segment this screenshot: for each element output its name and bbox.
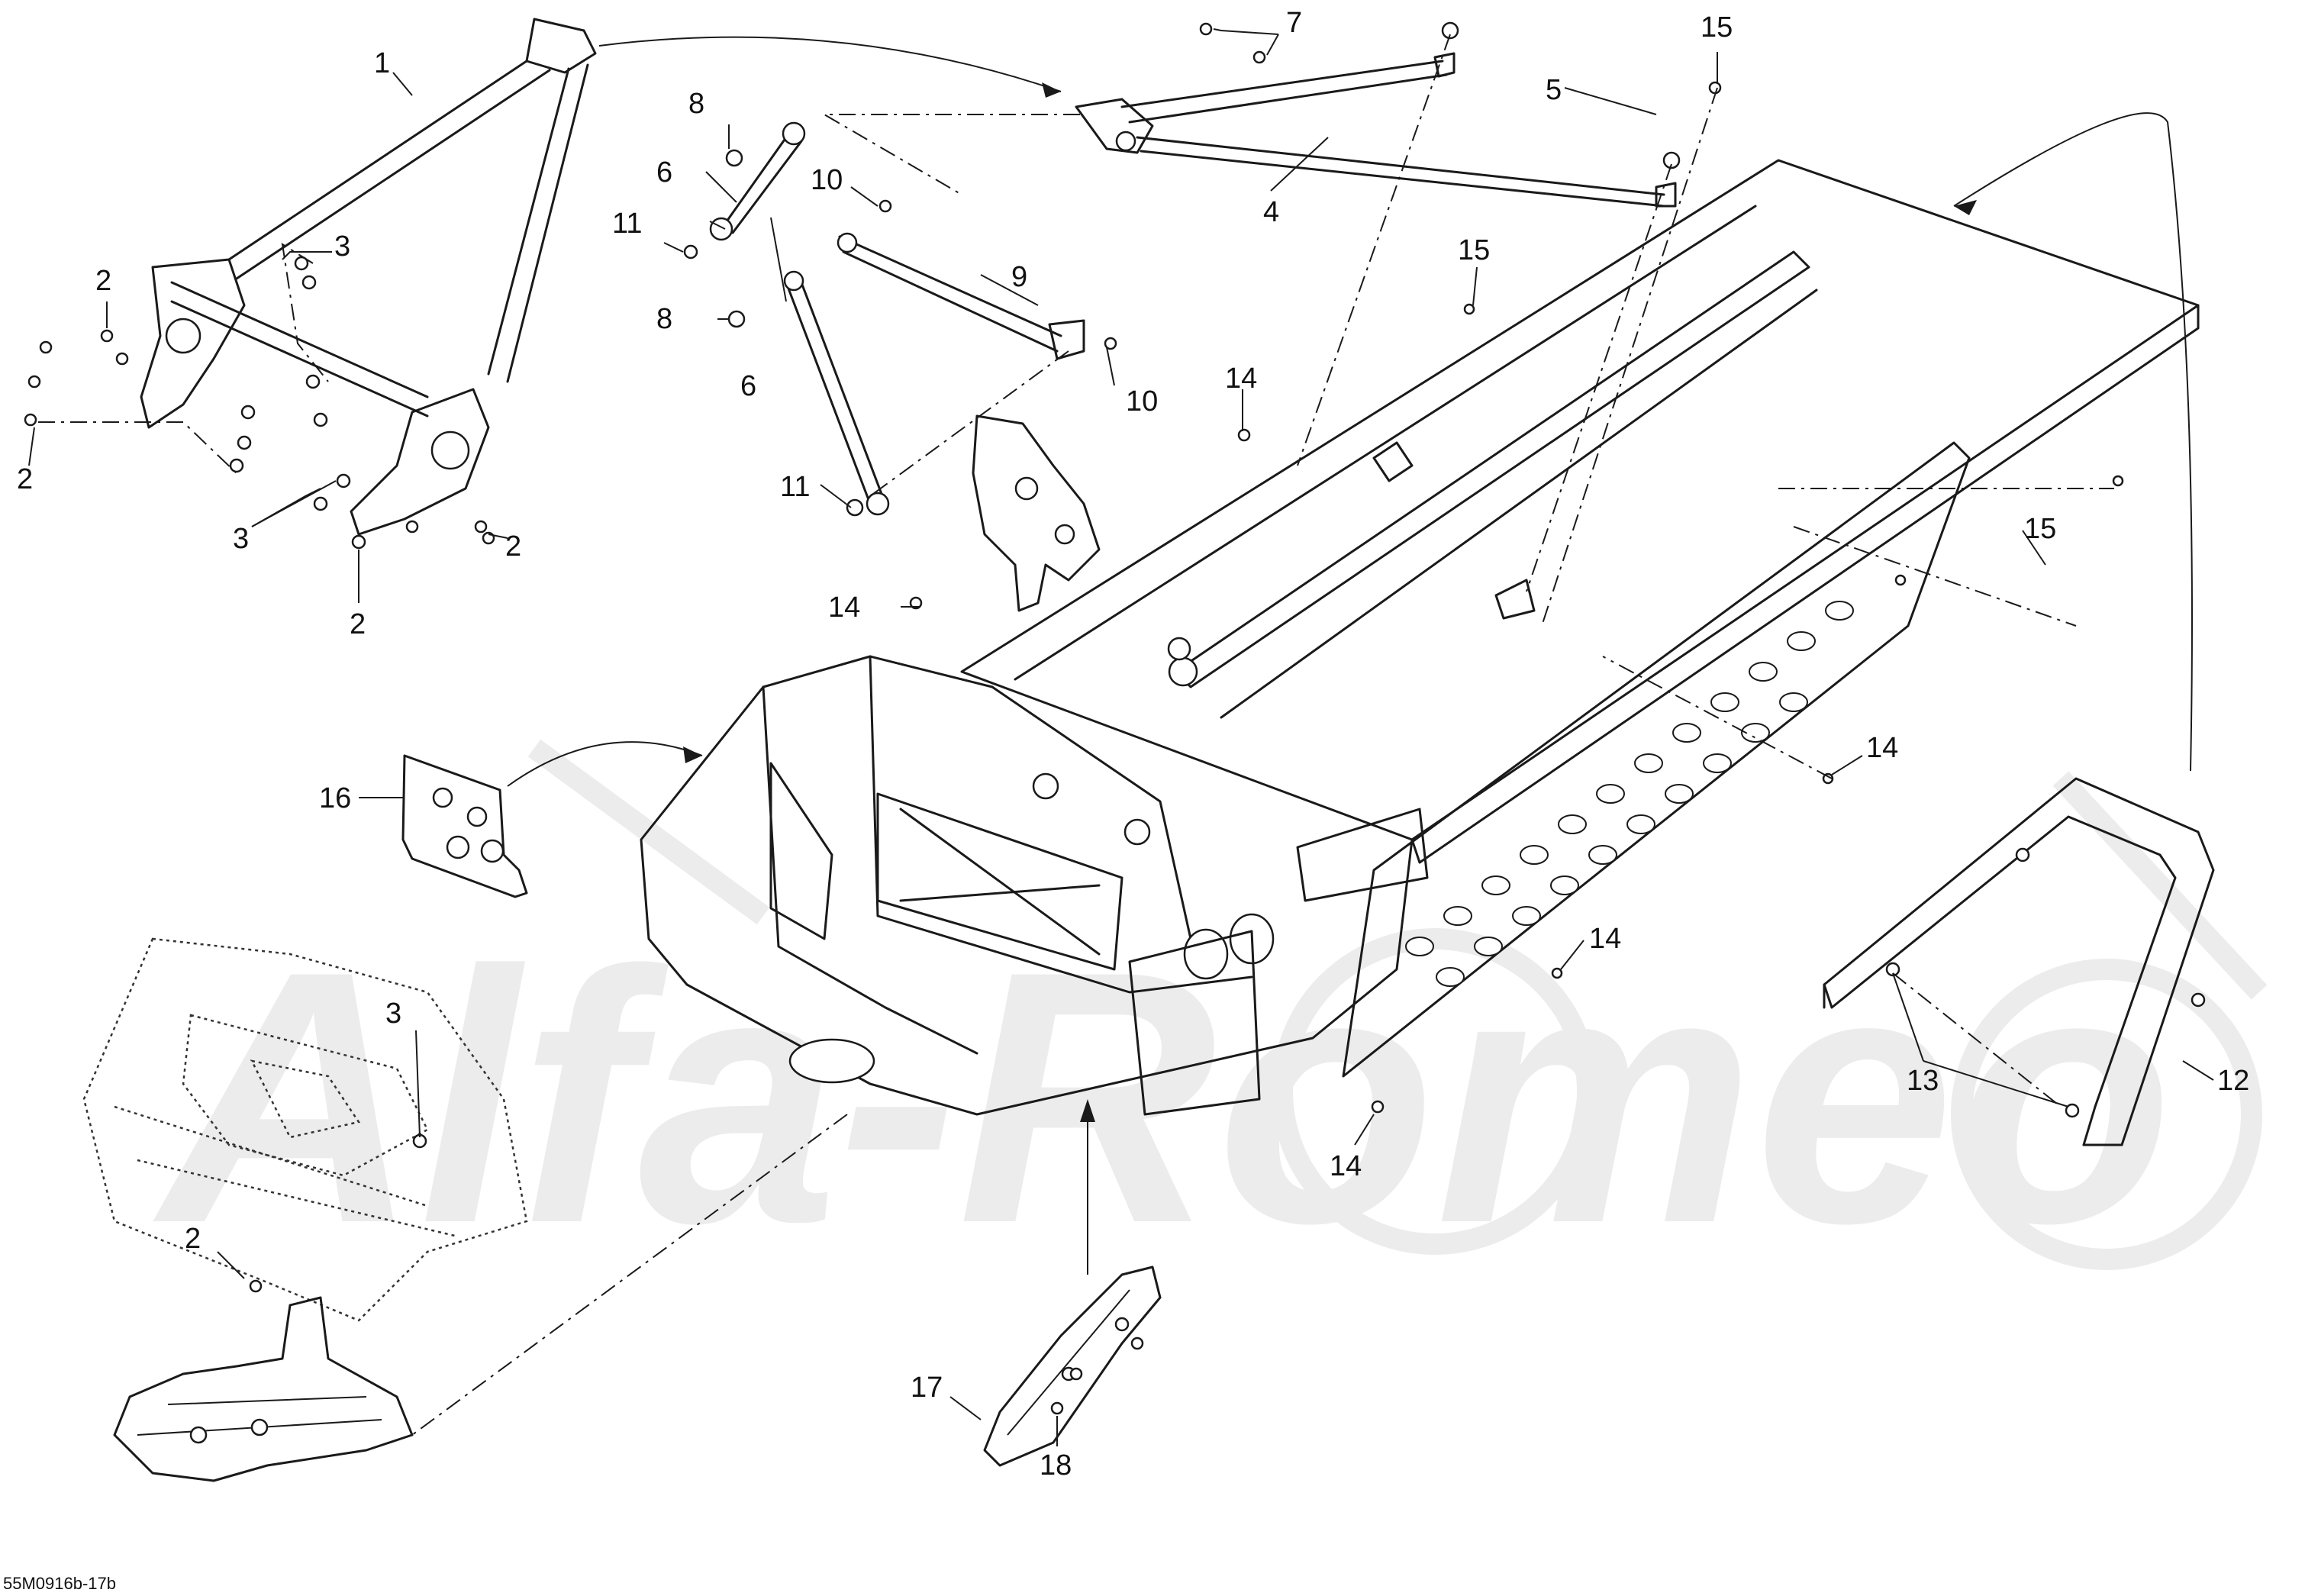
callout-8: 8 [656, 303, 672, 335]
callout-11: 11 [780, 471, 810, 503]
callout-2: 2 [505, 530, 521, 563]
callout-9: 9 [1011, 261, 1027, 293]
callout-15: 15 [2024, 513, 2056, 545]
watermark: Alfa-Romeo [149, 897, 2173, 1298]
callout-14: 14 [1330, 1150, 1362, 1182]
callout-6: 6 [740, 370, 756, 402]
callout-2: 2 [350, 608, 366, 640]
callout-16: 16 [319, 782, 351, 814]
callout-3: 3 [385, 998, 401, 1030]
callout-18: 18 [1040, 1449, 1072, 1482]
hardware-fasteners [24, 21, 2124, 1415]
callout-5: 5 [1546, 74, 1562, 106]
callout-6: 6 [656, 156, 672, 189]
cross-brace-rod [837, 232, 1085, 360]
callout-14: 14 [1225, 363, 1257, 395]
dotted-front-module [82, 937, 528, 1322]
upper-support-bar [1075, 52, 1677, 208]
callout-14: 14 [828, 592, 860, 624]
callout-13: 13 [1907, 1065, 1939, 1097]
callout-8: 8 [688, 88, 704, 120]
callout-leaders [28, 28, 2214, 1446]
callout-1: 1 [374, 47, 390, 79]
callout-4: 4 [1263, 196, 1279, 228]
chassis-tunnel [640, 159, 2200, 1116]
callout-14: 14 [1589, 923, 1621, 955]
callout-17: 17 [911, 1372, 943, 1404]
callout-7: 7 [1286, 7, 1302, 39]
callout-12: 12 [2217, 1065, 2249, 1097]
callout-15: 15 [1701, 11, 1733, 44]
callout-labels: 1 2 2 2 2 2 3 3 3 4 5 6 6 7 8 8 9 10 10 … [17, 7, 2249, 1482]
callout-2: 2 [185, 1223, 201, 1255]
callout-10: 10 [811, 164, 843, 196]
callout-14: 14 [1866, 732, 1898, 764]
support-rod-lower [783, 270, 890, 516]
callout-3: 3 [233, 523, 249, 555]
alignment-lines [38, 34, 2114, 1436]
callout-2: 2 [17, 463, 33, 495]
callout-15: 15 [1458, 234, 1490, 266]
tunnel-heat-exchanger-slots [1405, 601, 1854, 987]
callout-10: 10 [1126, 385, 1158, 418]
steering-support-frame [140, 18, 597, 536]
lower-front-bracket [113, 1296, 414, 1482]
callout-2: 2 [95, 265, 111, 297]
watermark-wheel [527, 739, 2268, 1270]
mount-bracket [972, 414, 1101, 612]
assembly-arrows [507, 36, 2193, 1275]
callout-11: 11 [612, 208, 642, 240]
callout-3: 3 [334, 231, 350, 263]
support-rod-upper [709, 121, 806, 241]
heat-shield-plate [401, 754, 528, 898]
rear-bumper [1823, 777, 2215, 1146]
drawing-code: 55M0916b-17b [3, 1574, 116, 1593]
